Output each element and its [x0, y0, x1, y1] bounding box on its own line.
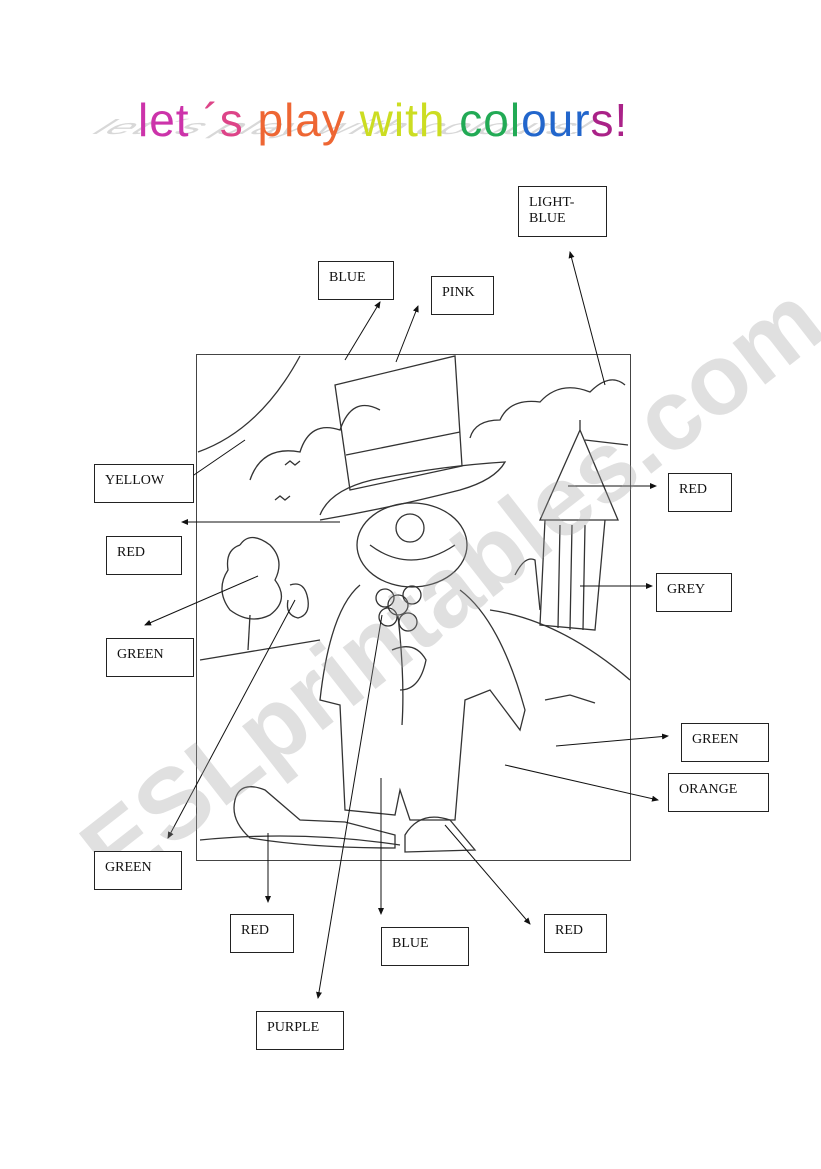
- label-yellow: YELLOW: [94, 464, 194, 503]
- tent-roof: [538, 428, 619, 521]
- label-grey: GREY: [656, 573, 732, 612]
- arrow-blue-hat: [344, 301, 381, 361]
- arrow-orange: [504, 764, 659, 802]
- title-text: let ´s play with colours!: [138, 92, 628, 148]
- hill-line-right: [489, 609, 631, 681]
- label-purple: PURPLE: [256, 1011, 344, 1050]
- left-shoe: [233, 786, 396, 849]
- label-pink: PINK: [431, 276, 494, 315]
- sun-outline: [197, 355, 301, 453]
- title-segment: ´s: [203, 94, 258, 146]
- tree-trunk: [247, 614, 251, 651]
- cloud-left: [249, 404, 381, 481]
- flower-stem: [397, 615, 404, 726]
- clown-nose: [395, 513, 425, 543]
- label-red-shoe: RED: [230, 914, 294, 953]
- label-green-grass: GREEN: [681, 723, 769, 762]
- arrow-light-blue: [568, 251, 606, 386]
- title-segment: with: [359, 94, 460, 146]
- grass-mark: [544, 694, 596, 704]
- bird: [274, 495, 291, 501]
- label-light-blue: LIGHT- BLUE: [518, 186, 607, 237]
- label-red-left: RED: [106, 536, 182, 575]
- ground-line: [199, 835, 401, 846]
- label-green-bottom: GREEN: [94, 851, 182, 890]
- arrow-green-grass: [555, 733, 669, 747]
- title-segment: s!: [590, 94, 629, 146]
- clown-hand: [391, 646, 427, 691]
- picture-frame: [196, 354, 631, 861]
- arrow-purple: [316, 614, 383, 999]
- hill-line: [199, 639, 321, 661]
- right-shoe: [404, 816, 477, 853]
- tree-left: [221, 536, 282, 620]
- title-segment: col: [459, 94, 522, 146]
- tree-small: [286, 583, 309, 619]
- flower-center: [387, 594, 409, 616]
- title-segment: play: [257, 94, 360, 146]
- arrow-green-tree: [144, 575, 259, 626]
- title-segment: let: [138, 94, 204, 146]
- page-title: let ´s play with colours! let ´s play wi…: [0, 92, 821, 152]
- arrow-green-bottom: [167, 599, 296, 839]
- label-red-tent: RED: [668, 473, 732, 512]
- clown-head: [356, 502, 468, 588]
- title-segment: our: [521, 94, 591, 146]
- cloud-right: [469, 379, 626, 439]
- hat-band: [345, 431, 461, 456]
- small-tent: [514, 558, 541, 611]
- clown-body: [319, 584, 526, 821]
- tent-body: [539, 519, 606, 631]
- label-green-tree: GREEN: [106, 638, 194, 677]
- bird: [284, 460, 301, 466]
- arrow-pink: [395, 305, 419, 363]
- tent-stripes: [557, 524, 586, 631]
- arrow-red-shoe2: [444, 824, 531, 925]
- label-blue-hat: BLUE: [318, 261, 394, 300]
- hat-crown: [334, 355, 463, 491]
- label-blue-trousers: BLUE: [381, 927, 469, 966]
- label-red-shoe2: RED: [544, 914, 607, 953]
- tent-flag: [579, 420, 629, 446]
- label-orange: ORANGE: [668, 773, 769, 812]
- clown-mouth: [369, 544, 456, 561]
